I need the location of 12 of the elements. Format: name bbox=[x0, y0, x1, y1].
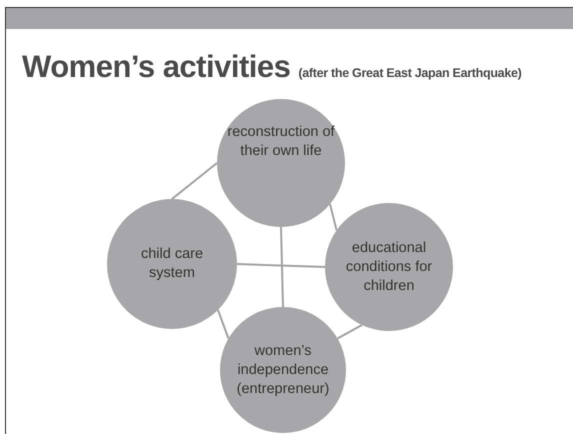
topic-label: reconstruction of their own life bbox=[226, 123, 336, 161]
connector-line bbox=[171, 162, 218, 200]
topic-label: educational conditions for children bbox=[344, 238, 434, 296]
connector-line bbox=[236, 263, 326, 268]
subtitle: (after the Great East Japan Earthquake) bbox=[298, 66, 522, 80]
topic-label: women’s independence (entrepreneur) bbox=[236, 342, 330, 398]
connector-line bbox=[217, 310, 230, 339]
connector-line bbox=[280, 226, 284, 308]
connector-line bbox=[337, 324, 362, 340]
topic-label: child care system bbox=[140, 245, 204, 283]
connector-line bbox=[329, 204, 338, 231]
title: Women’s activities bbox=[22, 49, 290, 85]
